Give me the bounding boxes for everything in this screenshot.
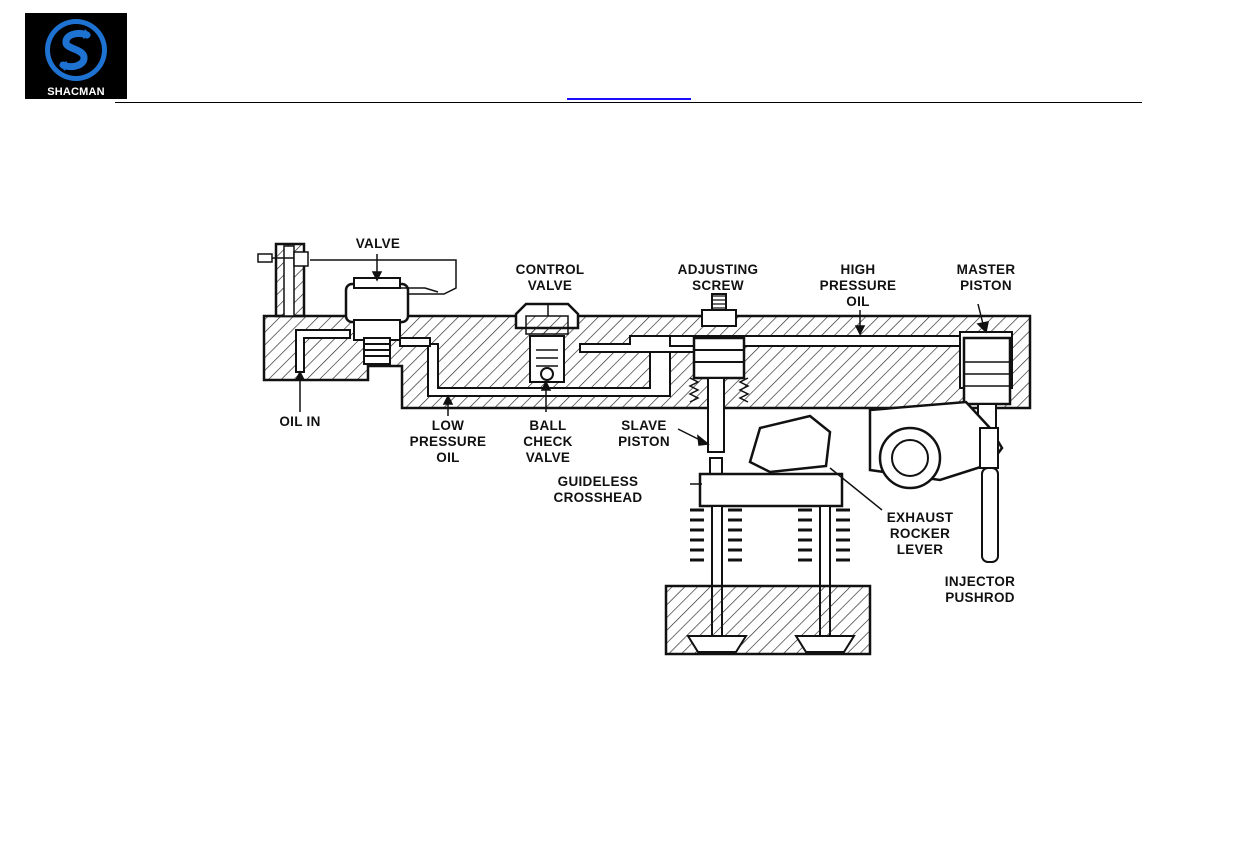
label-high-pressure-oil-1: HIGH bbox=[841, 262, 876, 277]
label-low-pressure-oil-3: OIL bbox=[436, 450, 459, 465]
label-high-pressure-oil-3: OIL bbox=[846, 294, 869, 309]
label-guideless-crosshead-1: GUIDELESS bbox=[558, 474, 639, 489]
label-master-piston-2: PISTON bbox=[960, 278, 1012, 293]
label-ball-check-valve-2: CHECK bbox=[523, 434, 573, 449]
jake-brake-diagram: VALVE CONTROL VALVE ADJUSTING SCREW HIGH… bbox=[250, 232, 1040, 667]
rocker-lever bbox=[748, 400, 1004, 563]
diagram-labels: VALVE CONTROL VALVE ADJUSTING SCREW HIGH… bbox=[279, 236, 1015, 605]
control-valve bbox=[514, 302, 580, 383]
label-oil-in: OIL IN bbox=[279, 414, 320, 429]
engine-brake-cutaway: VALVE CONTROL VALVE ADJUSTING SCREW HIGH… bbox=[257, 236, 1032, 656]
label-control-valve-1: CONTROL bbox=[516, 262, 585, 277]
valve-train bbox=[664, 472, 872, 656]
label-adjusting-screw-1: ADJUSTING bbox=[678, 262, 759, 277]
label-master-piston-1: MASTER bbox=[957, 262, 1016, 277]
label-injector-pushrod-1: INJECTOR bbox=[945, 574, 1015, 589]
label-guideless-crosshead-2: CROSSHEAD bbox=[554, 490, 643, 505]
label-slave-piston-1: SLAVE bbox=[621, 418, 667, 433]
label-control-valve-2: VALVE bbox=[528, 278, 573, 293]
header-rule bbox=[115, 102, 1142, 103]
label-ball-check-valve-3: VALVE bbox=[526, 450, 571, 465]
label-injector-pushrod-2: PUSHROD bbox=[945, 590, 1015, 605]
label-exhaust-rocker-lever-1: EXHAUST bbox=[887, 510, 954, 525]
label-exhaust-rocker-lever-2: ROCKER bbox=[890, 526, 950, 541]
label-ball-check-valve-1: BALL bbox=[529, 418, 566, 433]
label-exhaust-rocker-lever-3: LEVER bbox=[897, 542, 944, 557]
shacman-s-logo-icon bbox=[45, 19, 107, 81]
slave-piston-assembly bbox=[688, 293, 750, 477]
brand-name: SHACMAN bbox=[47, 86, 105, 98]
label-slave-piston-2: PISTON bbox=[618, 434, 670, 449]
label-valve: VALVE bbox=[356, 236, 401, 251]
label-adjusting-screw-2: SCREW bbox=[692, 278, 744, 293]
leader-lines bbox=[294, 254, 989, 511]
label-low-pressure-oil-1: LOW bbox=[432, 418, 464, 433]
solenoid-valve bbox=[257, 251, 457, 365]
label-low-pressure-oil-2: PRESSURE bbox=[410, 434, 487, 449]
master-piston bbox=[962, 336, 1012, 433]
label-high-pressure-oil-2: PRESSURE bbox=[820, 278, 897, 293]
shacman-logo: SHACMAN bbox=[25, 13, 127, 99]
header-link[interactable] bbox=[567, 98, 691, 100]
